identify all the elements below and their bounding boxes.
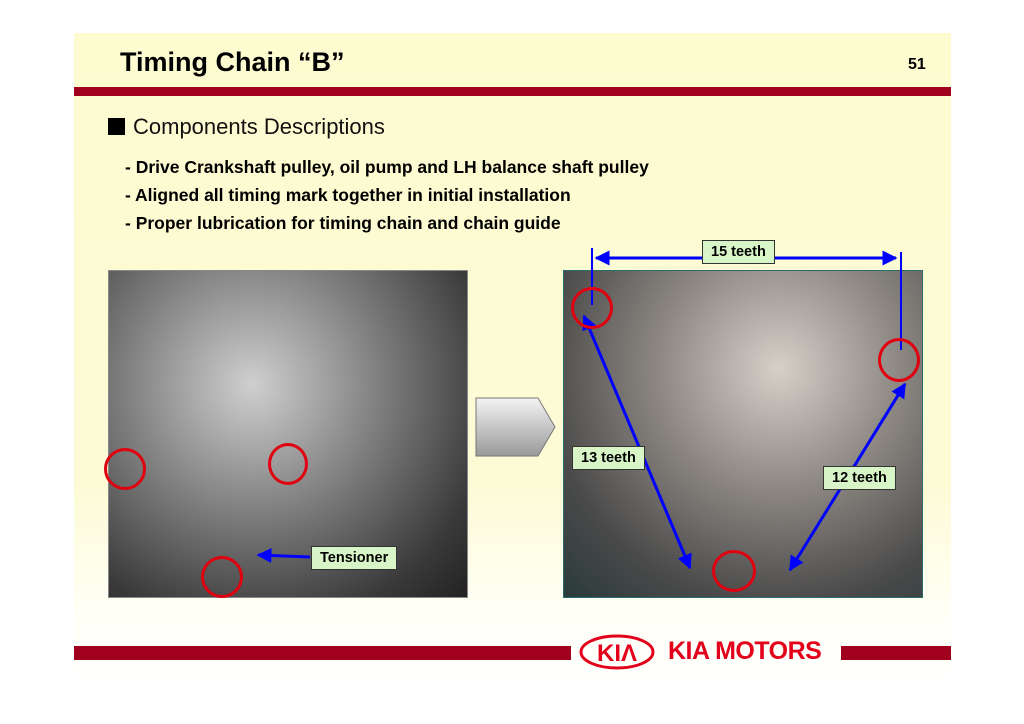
svg-text:KIΛ: KIΛ <box>597 640 637 667</box>
timing-mark-circle <box>712 550 756 592</box>
page-title: Timing Chain “B” <box>120 47 345 77</box>
tensioner-pointer <box>256 548 311 564</box>
timing-mark-circle <box>571 287 613 329</box>
bullet-item: - Drive Crankshaft pulley, oil pump and … <box>125 157 649 177</box>
timing-mark-circle <box>268 443 308 485</box>
section-heading: Components Descriptions <box>108 114 385 140</box>
teeth-label-13: 13 teeth <box>572 446 645 470</box>
page-number: 51 <box>908 56 926 73</box>
bullet-item: - Proper lubrication for timing chain an… <box>125 213 561 233</box>
teeth-label-15: 15 teeth <box>702 240 775 264</box>
timing-mark-circle <box>104 448 146 490</box>
kia-logo: KIΛ <box>579 634 655 670</box>
footer-brand: KIA MOTORS <box>668 637 822 665</box>
section-heading-text: Components Descriptions <box>133 114 385 139</box>
square-bullet-icon <box>108 118 125 135</box>
header-divider <box>74 87 951 96</box>
teeth-label-12: 12 teeth <box>823 466 896 490</box>
footer-bar-left <box>74 646 571 660</box>
timing-mark-circle <box>201 556 243 598</box>
tensioner-label: Tensioner <box>311 546 398 570</box>
arrow-right-icon <box>475 397 556 457</box>
footer-bar-right <box>841 646 951 660</box>
timing-mark-circle <box>878 338 920 382</box>
bullet-item: - Aligned all timing mark together in in… <box>125 185 571 205</box>
engine-photo-before <box>108 270 468 598</box>
